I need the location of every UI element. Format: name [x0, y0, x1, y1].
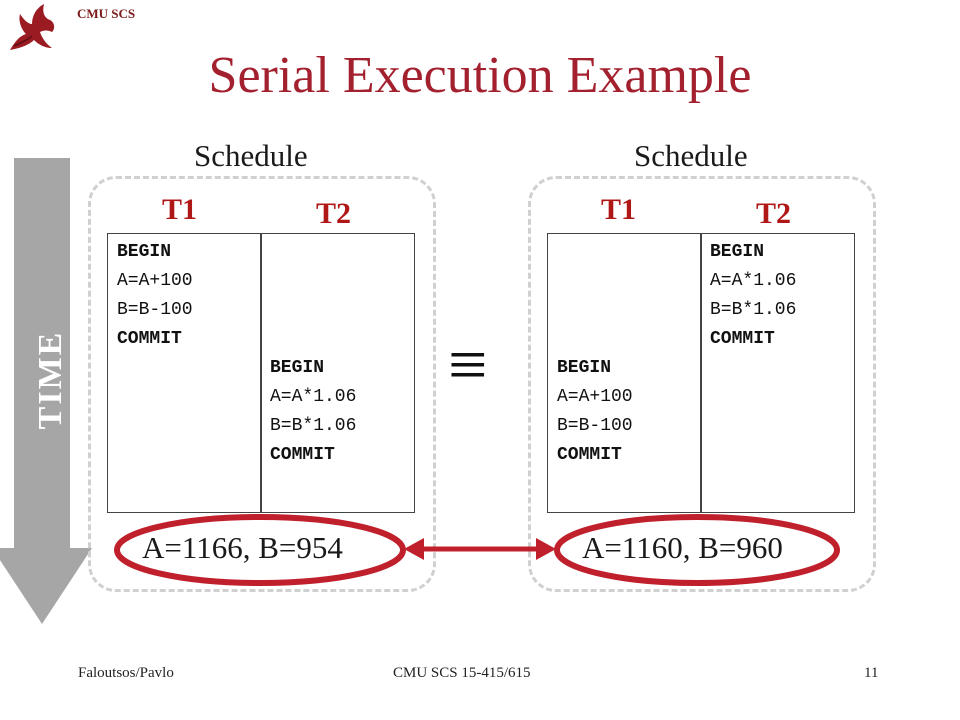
schedule-right-t1-label: T1 — [601, 193, 637, 226]
schedule-right-t2-ops: BEGIN A=A*1.06 B=B*1.06 COMMIT — [710, 238, 796, 354]
op-line: COMMIT — [117, 329, 182, 349]
op-line: A=A*1.06 — [710, 271, 797, 291]
op-line: COMMIT — [270, 445, 335, 465]
op-line: B=B-100 — [557, 416, 633, 436]
right-result-ellipse — [554, 514, 840, 586]
schedule-right-table: BEGIN A=A*1.06 B=B*1.06 COMMIT BEGIN A=A… — [547, 233, 855, 513]
page-number: 11 — [864, 665, 879, 681]
schedule-left-frame — [88, 176, 436, 592]
schedule-left-t1-label: T1 — [162, 193, 198, 226]
footer-course: CMU SCS 15-415/615 — [393, 665, 531, 681]
schedule-right-t2-label: T2 — [756, 197, 792, 230]
op-line: BEGIN — [117, 242, 172, 262]
op-line: B=B*1.06 — [270, 416, 357, 436]
schedule-left-t2-label: T2 — [316, 197, 352, 230]
op-line: A=A+100 — [117, 271, 193, 291]
op-line: COMMIT — [557, 445, 622, 465]
cmu-dragon-logo — [10, 4, 55, 50]
schedule-left-t1-ops: BEGIN A=A+100 B=B-100 COMMIT — [117, 238, 193, 354]
op-line: BEGIN — [270, 358, 325, 378]
schedule-right-t1-ops: BEGIN A=A+100 B=B-100 COMMIT — [557, 354, 633, 470]
footer-author: Faloutsos/Pavlo — [78, 665, 174, 681]
time-arrow — [0, 158, 92, 624]
schedule-left-divider — [260, 234, 262, 512]
double-arrow-left-head — [404, 538, 424, 560]
equivalence-symbol: ≡ — [448, 327, 488, 404]
schedule-right-label: Schedule — [634, 138, 748, 173]
op-line: COMMIT — [710, 329, 775, 349]
left-result-text: A=1166, B=954 — [142, 530, 343, 565]
op-line: BEGIN — [710, 242, 765, 262]
left-result-ellipse — [114, 514, 406, 586]
slide-title: Serial Execution Example — [208, 47, 752, 104]
schedule-left-t2-ops: BEGIN A=A*1.06 B=B*1.06 COMMIT — [270, 354, 356, 470]
right-result-text: A=1160, B=960 — [582, 530, 783, 565]
op-line: BEGIN — [557, 358, 612, 378]
schedule-right-divider — [700, 234, 702, 512]
op-line: A=A+100 — [557, 387, 633, 407]
header-label: CMU SCS — [77, 6, 136, 21]
schedule-left-table: BEGIN A=A+100 B=B-100 COMMIT BEGIN A=A*1… — [107, 233, 415, 513]
schedule-right-frame — [528, 176, 876, 592]
op-line: B=B*1.06 — [710, 300, 797, 320]
double-arrow-right-head — [536, 538, 556, 560]
op-line: A=A*1.06 — [270, 387, 357, 407]
op-line: B=B-100 — [117, 300, 193, 320]
schedule-left-label: Schedule — [194, 138, 308, 173]
